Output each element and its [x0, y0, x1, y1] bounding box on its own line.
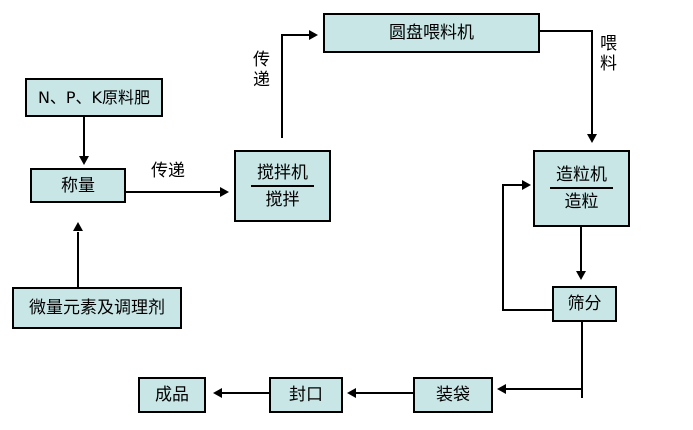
node-disc-feeder-label: 圆盘喂料机: [389, 23, 474, 43]
node-trace-elements-conditioner: 微量元素及调理剂: [12, 287, 182, 329]
arrow-line: [591, 30, 593, 134]
arrowhead-up-icon: [73, 222, 83, 231]
node-finished-product: 成品: [138, 377, 206, 413]
node-sealing-label: 封口: [289, 385, 323, 405]
arrow-line: [580, 227, 582, 271]
node-granulator-label-line2: 造粒: [564, 192, 599, 212]
arrow-line: [502, 184, 522, 186]
node-mixer-label-line2: 搅拌: [265, 189, 300, 210]
arrow-line: [281, 34, 309, 36]
node-screening-label: 筛分: [567, 294, 602, 314]
node-screening: 筛分: [552, 286, 617, 322]
arrow-line: [356, 392, 413, 394]
node-trace-elements-label: 微量元素及调理剂: [29, 298, 165, 318]
node-npk-raw-fertilizer: N、P、K原料肥: [25, 78, 163, 117]
arrowhead-left-icon: [497, 384, 506, 394]
node-sealing: 封口: [269, 377, 343, 413]
arrow-line: [502, 309, 552, 311]
arrow-line: [281, 34, 283, 138]
arrow-line: [222, 392, 269, 394]
node-disc-feeder: 圆盘喂料机: [323, 13, 540, 53]
arrow-line: [77, 232, 79, 287]
arrowhead-down-icon: [79, 156, 89, 165]
node-finished-product-label: 成品: [155, 385, 189, 405]
arrowhead-down-icon: [587, 134, 597, 143]
node-granulator-label-line1: 造粒机: [550, 165, 613, 189]
arrowhead-right-icon: [522, 180, 531, 190]
node-npk-label: N、P、K原料肥: [37, 87, 151, 107]
arrowhead-left-icon: [213, 388, 222, 398]
node-weighing: 称量: [30, 168, 126, 203]
arrow-line: [581, 322, 583, 398]
node-bagging-label: 装袋: [436, 385, 470, 405]
node-weighing-label: 称量: [61, 175, 95, 196]
arrowhead-right-icon: [220, 187, 229, 197]
node-mixer-label-line1: 搅拌机: [251, 163, 314, 187]
node-granulator: 造粒机 造粒: [533, 150, 630, 227]
arrowhead-right-icon: [309, 30, 318, 40]
arrowhead-left-icon: [347, 388, 356, 398]
arrow-line: [126, 191, 220, 193]
arrow-line: [540, 30, 593, 32]
arrowhead-down-icon: [576, 271, 586, 280]
node-bagging: 装袋: [413, 377, 493, 413]
edge-label-feed-feeder-to-granulator: 喂料: [600, 34, 617, 74]
arrow-line: [502, 184, 504, 311]
edge-label-transfer-weigh-to-mixer: 传递: [151, 161, 185, 181]
edge-label-transfer-mixer-to-feeder: 传递: [253, 50, 270, 90]
arrow-line: [506, 388, 583, 390]
node-mixer: 搅拌机 搅拌: [234, 150, 331, 222]
arrow-line: [83, 117, 85, 157]
